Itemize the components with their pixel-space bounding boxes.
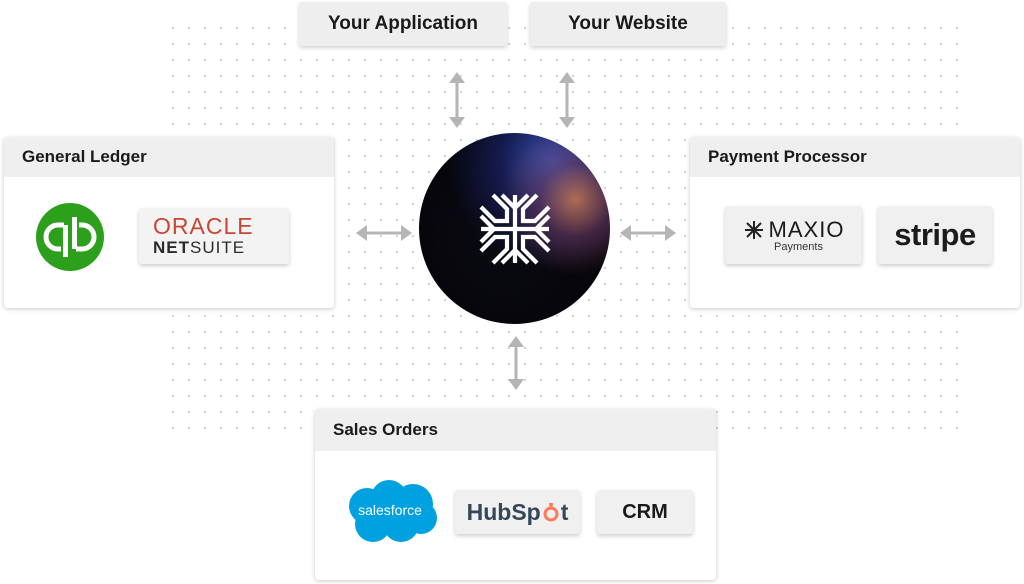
sales-orders-title: Sales Orders <box>333 420 438 439</box>
arrow-ledger-hub-icon <box>356 225 412 241</box>
hubspot-wordmark-a: HubSp <box>466 498 541 525</box>
netsuite-wordmark-net: NET <box>153 238 190 257</box>
maxio-payments-tile: MAXIO Payments <box>725 206 862 264</box>
hubspot-sprocket-icon <box>543 501 559 521</box>
maxio-wordmark: MAXIO <box>768 217 845 242</box>
your-application-node: Your Application <box>299 2 507 46</box>
hubspot-wordmark-b: t <box>560 498 569 525</box>
central-hub <box>419 133 610 324</box>
maxio-star-icon <box>744 221 763 239</box>
maxio-row: MAXIO <box>743 217 845 243</box>
payment-processor-card: Payment Processor MAXIO Payments stripe <box>690 137 1020 308</box>
stripe-tile: stripe <box>878 206 992 264</box>
maxio-payments-label: Payments <box>774 241 823 253</box>
netsuite-wordmark-suite: SUITE <box>190 238 246 257</box>
arrow-hub-sales-icon <box>508 336 524 390</box>
quickbooks-logo-icon <box>36 203 104 271</box>
your-website-label: Your Website <box>568 13 688 34</box>
general-ledger-header: General Ledger <box>4 137 334 177</box>
your-website-node: Your Website <box>530 2 726 46</box>
payment-processor-header: Payment Processor <box>690 137 1020 177</box>
arrow-payment-hub-icon <box>620 225 676 241</box>
netsuite-wordmark: NETSUITE <box>153 238 245 258</box>
arrow-application-hub-icon <box>449 72 465 128</box>
crm-tile: CRM <box>597 490 693 534</box>
general-ledger-card: General Ledger ORACLE NETSUITE <box>4 137 334 308</box>
salesforce-logo: salesforce <box>341 478 439 546</box>
general-ledger-title: General Ledger <box>22 147 147 166</box>
payment-processor-title: Payment Processor <box>708 147 867 166</box>
arrow-website-hub-icon <box>559 72 575 128</box>
sales-orders-header: Sales Orders <box>315 409 716 451</box>
stripe-wordmark: stripe <box>894 217 976 252</box>
oracle-wordmark: ORACLE <box>153 213 254 239</box>
snowflake-logo-icon <box>479 193 550 264</box>
oracle-netsuite-tile: ORACLE NETSUITE <box>139 208 289 264</box>
salesforce-cloud-icon <box>349 480 437 542</box>
crm-label: CRM <box>622 500 668 523</box>
salesforce-wordmark: salesforce <box>358 502 422 518</box>
your-application-label: Your Application <box>328 13 478 34</box>
